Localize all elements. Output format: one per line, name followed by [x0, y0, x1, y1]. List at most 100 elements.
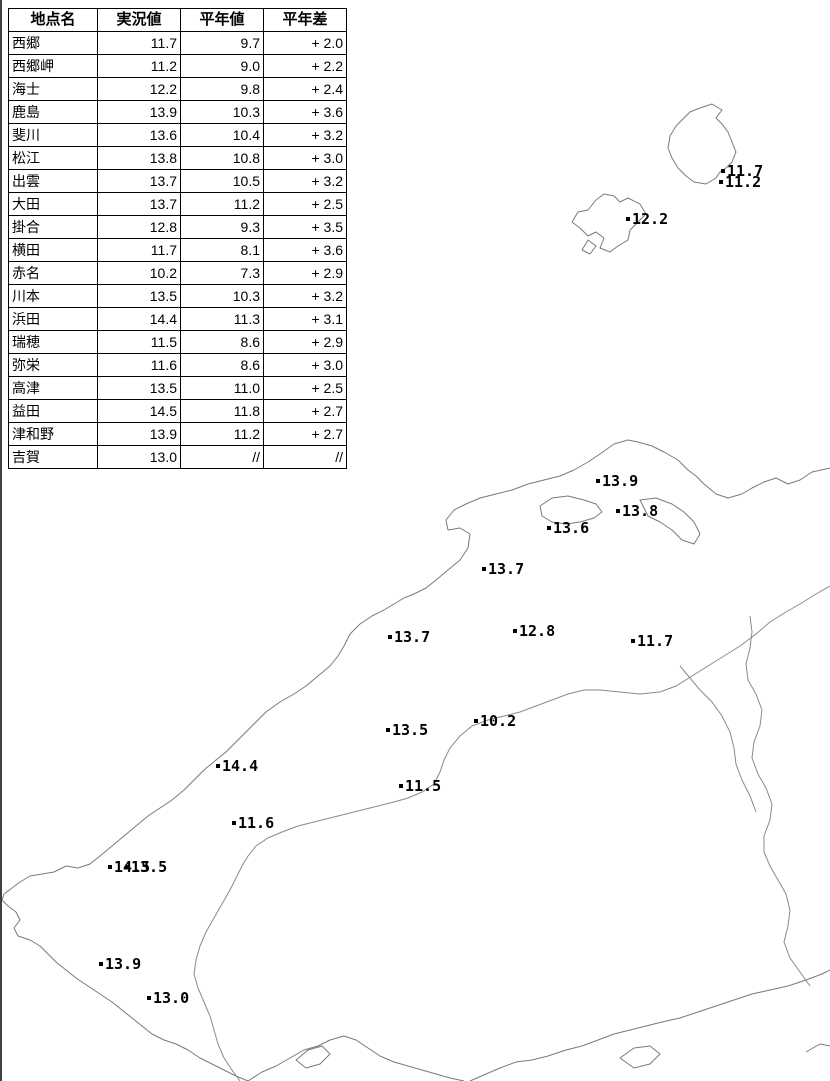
normal-value-cell: 8.6: [180, 330, 264, 354]
station-value-label: 11.7: [727, 162, 763, 180]
station-name-cell: 弥栄: [8, 353, 98, 377]
station-name-cell: 瑞穂: [8, 330, 98, 354]
station-value-label: 11.7: [637, 632, 673, 650]
station-point-icon: [399, 784, 403, 788]
station-value-label: 10.2: [480, 712, 516, 730]
anomaly-value-cell: + 2.9: [263, 330, 347, 354]
normal-value-cell: 10.3: [180, 284, 264, 308]
station-marker: 11.7: [721, 162, 763, 180]
station-value-label: 13.9: [105, 955, 141, 973]
header-station: 地点名: [8, 8, 98, 32]
station-point-icon: [147, 996, 151, 1000]
station-name-cell: 松江: [8, 146, 98, 170]
observed-value-cell: 13.9: [97, 422, 181, 446]
station-marker: 12.2: [626, 210, 668, 228]
anomaly-value-cell: + 2.5: [263, 192, 347, 216]
anomaly-value-cell: + 3.0: [263, 353, 347, 377]
observed-value-cell: 11.7: [97, 31, 181, 55]
station-value-label: 14.5: [114, 858, 150, 876]
station-value-label: 13.6: [553, 519, 589, 537]
observed-value-cell: 13.7: [97, 192, 181, 216]
station-value-label: 12.2: [632, 210, 668, 228]
inner-boundary: [679, 665, 757, 813]
observed-value-cell: 14.5: [97, 399, 181, 423]
station-point-icon: [513, 629, 517, 633]
shimane-hiroshima-border: [193, 585, 830, 1081]
station-value-label: 11.6: [238, 814, 274, 832]
normal-value-cell: 9.7: [180, 31, 264, 55]
station-name-cell: 赤名: [8, 261, 98, 285]
normal-value-cell: 8.6: [180, 353, 264, 377]
observed-value-cell: 13.7: [97, 169, 181, 193]
observed-value-cell: 13.6: [97, 123, 181, 147]
station-point-icon: [596, 479, 600, 483]
station-value-label: 13.5: [392, 721, 428, 739]
normal-value-cell: 11.3: [180, 307, 264, 331]
normal-value-cell: 9.3: [180, 215, 264, 239]
station-value-label: 13.9: [602, 472, 638, 490]
station-point-icon: [125, 865, 129, 869]
header-normal: 平年値: [180, 8, 264, 32]
anomaly-value-cell: + 2.7: [263, 399, 347, 423]
normal-value-cell: 11.8: [180, 399, 264, 423]
anomaly-value-cell: + 3.5: [263, 215, 347, 239]
station-marker: 11.6: [232, 814, 274, 832]
normal-value-cell: 10.4: [180, 123, 264, 147]
station-point-icon: [108, 865, 112, 869]
station-name-cell: 西郷岬: [8, 54, 98, 78]
station-marker: 13.9: [596, 472, 638, 490]
dogo-island-outline: [667, 103, 737, 185]
normal-value-cell: 8.1: [180, 238, 264, 262]
station-point-icon: [386, 728, 390, 732]
observed-value-cell: 13.5: [97, 284, 181, 308]
station-point-icon: [216, 764, 220, 768]
observed-value-cell: 12.2: [97, 77, 181, 101]
anomaly-value-cell: + 3.6: [263, 100, 347, 124]
observed-value-cell: 12.8: [97, 215, 181, 239]
station-marker: 12.8: [513, 622, 555, 640]
station-marker: 14.4: [216, 757, 258, 775]
station-name-cell: 斐川: [8, 123, 98, 147]
station-name-cell: 高津: [8, 376, 98, 400]
anomaly-value-cell: + 2.9: [263, 261, 347, 285]
shimane-tottori-border: [745, 615, 811, 987]
station-marker: 14.5: [108, 858, 150, 876]
station-marker: 11.5: [399, 777, 441, 795]
observed-value-cell: 13.9: [97, 100, 181, 124]
observed-value-cell: 11.2: [97, 54, 181, 78]
station-value-label: 13.0: [153, 989, 189, 1007]
normal-value-cell: 11.2: [180, 422, 264, 446]
normal-value-cell: 9.8: [180, 77, 264, 101]
station-name-cell: 海士: [8, 77, 98, 101]
normal-value-cell: 9.0: [180, 54, 264, 78]
observed-value-cell: 11.6: [97, 353, 181, 377]
anomaly-value-cell: //: [263, 445, 347, 469]
station-name-cell: 津和野: [8, 422, 98, 446]
coastal-islet-c: [805, 1043, 830, 1053]
anomaly-value-cell: + 3.2: [263, 169, 347, 193]
header-anomaly: 平年差: [263, 8, 347, 32]
station-value-label: 11.2: [725, 173, 761, 191]
anomaly-value-cell: + 2.7: [263, 422, 347, 446]
header-observed: 実況値: [97, 8, 181, 32]
normal-value-cell: 11.0: [180, 376, 264, 400]
dozen-island-outline: [571, 193, 647, 253]
observed-value-cell: 11.7: [97, 238, 181, 262]
anomaly-value-cell: + 3.2: [263, 123, 347, 147]
station-point-icon: [626, 217, 630, 221]
station-value-label: 13.8: [622, 502, 658, 520]
